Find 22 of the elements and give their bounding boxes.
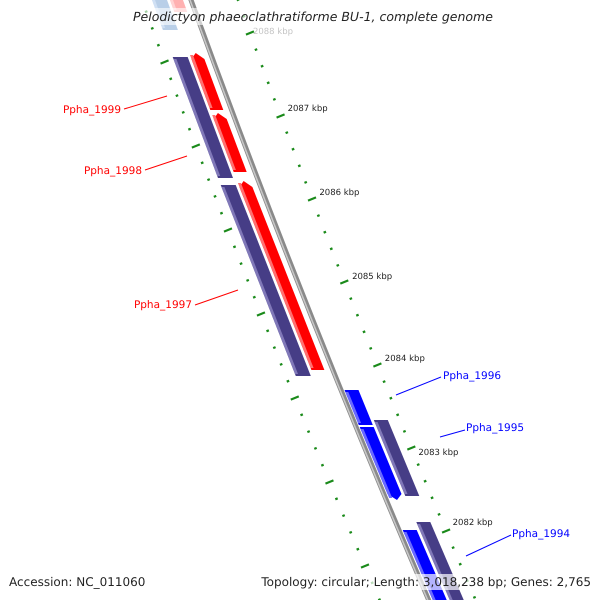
position-label: 2087 kbp — [288, 104, 328, 115]
position-label: 2082 kbp — [452, 518, 493, 529]
gene-label: Ppha_1994 — [512, 526, 570, 542]
position-label: 2085 kbp — [352, 272, 392, 283]
position-label: 2084 kbp — [384, 354, 425, 365]
leader-line — [194, 290, 238, 306]
gene-label: Ppha_1996 — [443, 368, 502, 384]
leader-line — [466, 534, 512, 556]
position-label: 2088 kbp — [252, 27, 293, 38]
gene-label: Ppha_1999 — [62, 102, 121, 118]
title: Pelodictyon phaeoclathratiforme BU-1, complete genome — [131, 8, 495, 25]
genome-stats-text: Topology: circular; Length: 3,018,238 bp; Genes: 2,765 — [261, 574, 591, 590]
leader-line — [144, 156, 188, 170]
gene-label: Ppha_1995 — [466, 420, 524, 436]
position-label: 2086 kbp — [319, 188, 360, 199]
leader-line — [440, 430, 466, 438]
gene-label: Ppha_1998 — [84, 163, 142, 179]
leader-line — [396, 376, 442, 396]
leader-line — [124, 96, 168, 110]
position-label: 2083 kbp — [418, 448, 458, 459]
accession-text: Accession: NC_011060 — [9, 574, 146, 590]
gene-label: Ppha_1997 — [134, 297, 192, 313]
